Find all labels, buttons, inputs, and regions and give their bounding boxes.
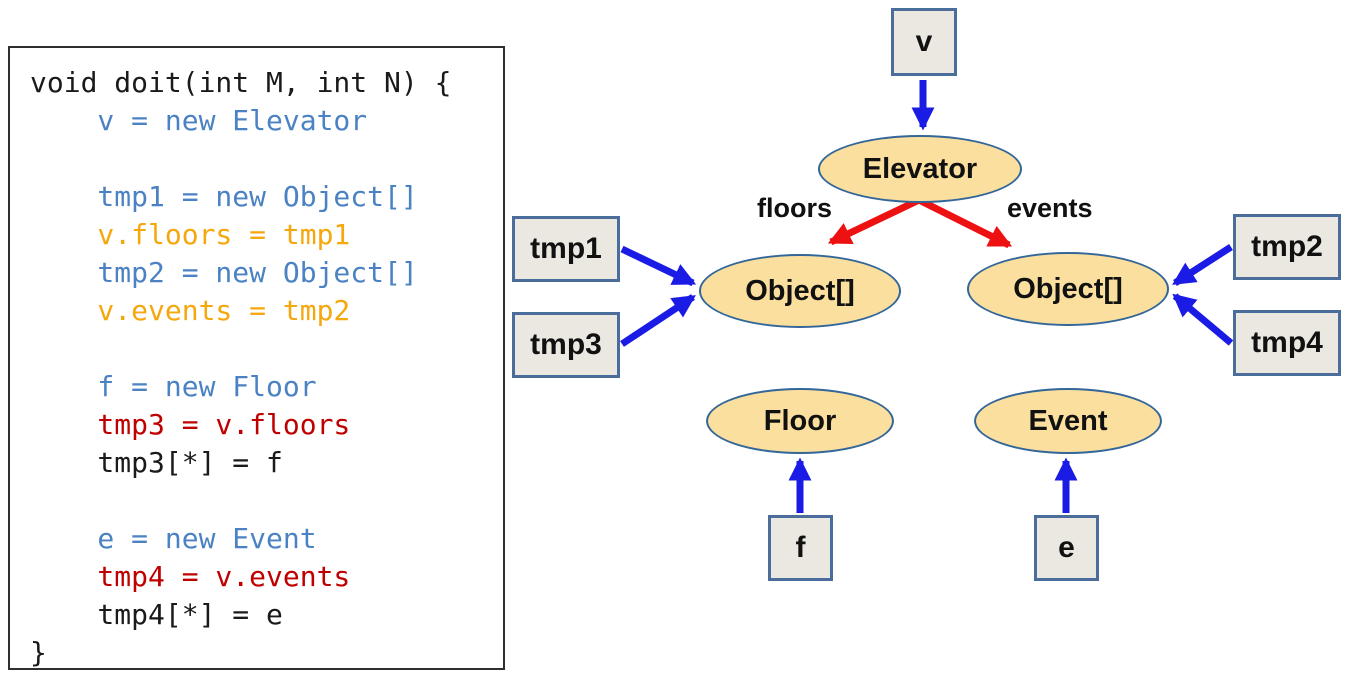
code-line-set-events: v.events = tmp2 [30, 294, 351, 327]
arrow-tmp4-to-object-events [1172, 293, 1234, 346]
arrow-elevator-floors-field [827, 196, 921, 246]
arrow-elevator-events-field [917, 196, 1013, 249]
node-object-array-events: Object[] [967, 252, 1169, 326]
var-box-v: v [891, 8, 957, 76]
node-object-array-floors: Object[] [699, 254, 901, 328]
code-line-tmp3-alias: tmp3 = v.floors [30, 408, 351, 441]
node-floor: Floor [706, 388, 894, 454]
arrow-tmp2-to-object-events [1172, 244, 1233, 286]
node-elevator: Elevator [818, 135, 1022, 203]
code-line-new-tmp1: tmp1 = new Object[] [30, 180, 418, 213]
edge-label-floors: floors [757, 193, 833, 223]
code-line-tmp3-store: tmp3[*] = f [30, 446, 283, 479]
code-line-new-tmp2: tmp2 = new Object[] [30, 256, 418, 289]
code-line-new-event: e = new Event [30, 522, 317, 555]
var-box-tmp2: tmp2 [1233, 214, 1341, 280]
arrow-tmp3-to-object-floors [620, 294, 696, 347]
var-box-tmp4: tmp4 [1233, 310, 1341, 376]
code-panel: void doit(int M, int N) { v = new Elevat… [8, 46, 505, 670]
node-event: Event [974, 388, 1162, 454]
code-line-tmp4-store: tmp4[*] = e [30, 598, 283, 631]
code-line-new-elevator: v = new Elevator [30, 104, 368, 137]
code-line-signature: void doit(int M, int N) { [30, 66, 452, 99]
code-line-tmp4-alias: tmp4 = v.events [30, 560, 351, 593]
var-box-tmp1: tmp1 [512, 216, 620, 282]
var-box-tmp3: tmp3 [512, 312, 620, 378]
code-line-new-floor: f = new Floor [30, 370, 317, 403]
edge-label-events: events [1007, 193, 1093, 223]
code-line-set-floors: v.floors = tmp1 [30, 218, 351, 251]
arrow-tmp1-to-object-floors [620, 245, 697, 287]
var-box-e: e [1034, 515, 1099, 581]
code-line-close-brace: } [30, 636, 47, 669]
var-box-f: f [768, 515, 833, 581]
